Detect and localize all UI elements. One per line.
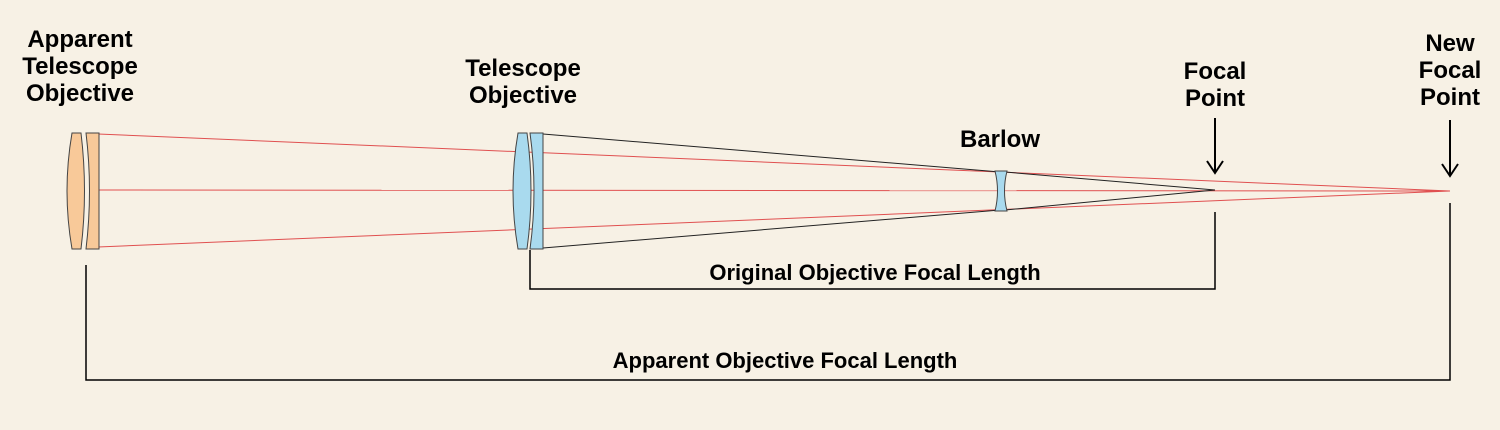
telescope-objective-lens — [512, 132, 544, 250]
ray-top-red — [97, 133, 1451, 192]
apparent-focal-length-label: Apparent Objective Focal Length — [612, 348, 958, 373]
focal-point-label: Focal Point — [1183, 58, 1247, 112]
barlow-lens — [994, 170, 1008, 212]
ray-top-black — [542, 133, 1001, 173]
objective-rays — [542, 133, 1216, 249]
original-focal-length-label: Original Objective Focal Length — [709, 260, 1041, 285]
objective-lens-convex — [512, 132, 532, 250]
ray-bottom-red — [97, 190, 1451, 248]
apparent-objective-lens — [66, 132, 100, 250]
apparent-lens-convex — [66, 132, 85, 250]
apparent-objective-label: Apparent Telescope Objective — [22, 26, 138, 107]
original-focal-length-bracket — [529, 212, 1216, 290]
new-focal-point-arrow — [1441, 120, 1459, 178]
apparent-focal-length-bracket — [85, 203, 1451, 381]
ray-top-converge — [1004, 171, 1216, 191]
new-focal-point-label: New Focal Point — [1418, 30, 1482, 111]
focal-point-arrow — [1206, 118, 1224, 175]
ray-axis-red — [97, 189, 1451, 192]
telescope-objective-label: Telescope Objective — [465, 55, 581, 109]
apparent-rays — [97, 133, 1451, 248]
ray-bottom-black — [542, 209, 1001, 249]
apparent-lens-concave — [85, 132, 100, 250]
objective-lens-concave — [529, 132, 544, 250]
barlow-label: Barlow — [959, 126, 1040, 153]
ray-bottom-converge — [1004, 189, 1216, 211]
